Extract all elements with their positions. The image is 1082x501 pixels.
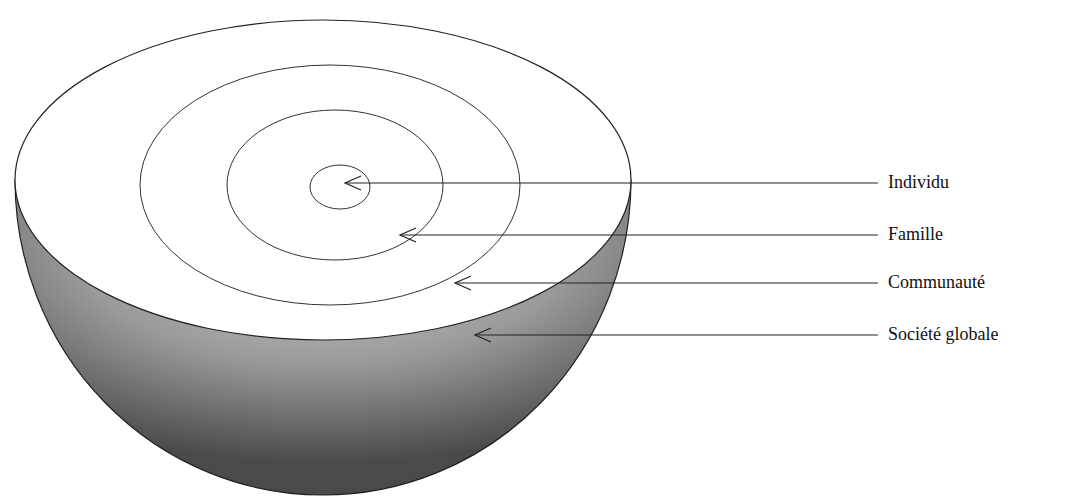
ring-label: Individu	[888, 172, 949, 194]
ring-inner	[310, 165, 370, 209]
leader-arrow	[455, 276, 878, 290]
ring-label: Communauté	[888, 272, 985, 294]
arrow-head	[400, 228, 416, 242]
leader-arrow	[475, 328, 878, 342]
leader-line	[345, 182, 878, 183]
leader-arrow	[345, 176, 878, 190]
leader-line	[455, 282, 878, 283]
arrow-head	[455, 276, 471, 290]
arrow-head	[345, 176, 361, 190]
ring-middle	[227, 110, 443, 260]
top-face	[15, 20, 631, 340]
ring-outer	[140, 65, 520, 305]
ring-label: Famille	[888, 224, 943, 246]
leader-line	[475, 334, 878, 335]
leader-arrow	[400, 228, 878, 242]
arrow-head	[475, 328, 491, 342]
ring-label: Société globale	[888, 324, 998, 346]
leader-line	[400, 234, 878, 235]
